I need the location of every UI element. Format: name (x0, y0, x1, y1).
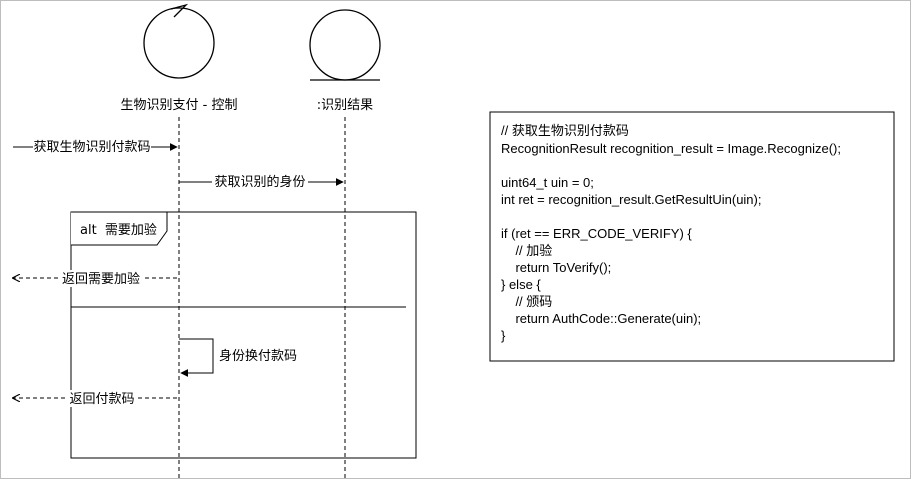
code-line: RecognitionResult recognition_result = I… (501, 141, 841, 156)
control-arrowhead-icon (170, 3, 189, 18)
alt-fragment: alt 需要加验 (70, 211, 417, 459)
control-circle (143, 7, 215, 79)
message-m1-label: 获取生物识别付款码 (33, 140, 150, 155)
code-line: return AuthCode::Generate(uin); (501, 311, 701, 326)
code-line: uint64_t uin = 0; (501, 175, 594, 190)
message-m3-label: 返回需要加验 (62, 271, 140, 287)
participant-control: 生物识别支付 - 控制 (121, 3, 238, 113)
message-return-code: 返回付款码 (13, 390, 177, 407)
message-return-verify: 返回需要加验 (13, 270, 177, 287)
code-note: // 获取生物识别付款码 RecognitionResult recogniti… (489, 111, 895, 362)
code-line: // 加验 (501, 243, 552, 258)
message-self-exchange: 身份换付款码 (179, 338, 297, 377)
message-m4-label: 身份换付款码 (219, 348, 297, 364)
fragment-label: alt 需要加验 (80, 222, 157, 238)
fragment-operator: alt (80, 223, 97, 238)
message-get-identity: 获取识别的身份 (179, 173, 344, 190)
code-line: return ToVerify(); (501, 260, 611, 275)
message-m2-label: 获取识别的身份 (214, 174, 305, 190)
code-block: // 获取生物识别付款码 RecognitionResult recogniti… (501, 123, 845, 343)
participant-control-label: 生物识别支付 - 控制 (121, 98, 238, 113)
participant-result-label: :识别结果 (317, 98, 373, 113)
code-line: int ret = recognition_result.GetResultUi… (501, 192, 761, 207)
code-line: } else { (501, 277, 541, 292)
code-line: // 颁码 (501, 294, 552, 309)
code-note-box (489, 111, 895, 362)
entity-circle (309, 9, 381, 81)
fragment-tab (71, 211, 168, 246)
message-m5-label: 返回付款码 (69, 392, 134, 407)
code-line: // 获取生物识别付款码 (501, 123, 629, 138)
code-line: if (ret == ERR_CODE_VERIFY) { (501, 226, 692, 241)
message-get-payment-code: 获取生物识别付款码 (13, 138, 178, 155)
fragment-guard: 需要加验 (105, 222, 157, 238)
code-line: } (501, 328, 506, 343)
participant-result: :识别结果 (309, 9, 381, 113)
